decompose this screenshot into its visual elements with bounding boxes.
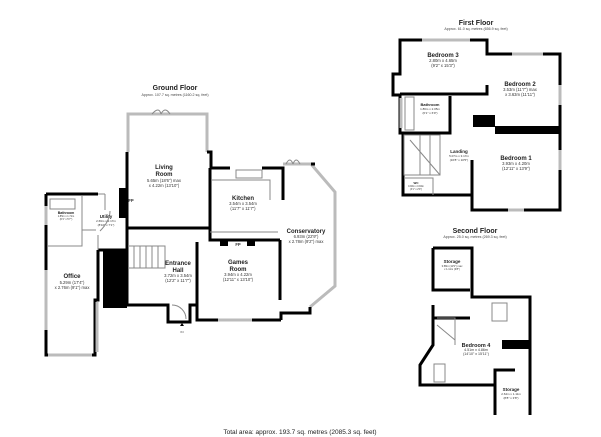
- svg-text:6.93m (22'9"): 6.93m (22'9"): [294, 234, 319, 239]
- svg-text:Bedroom 4: Bedroom 4: [462, 343, 492, 349]
- svg-text:Room: Room: [230, 267, 247, 273]
- svg-text:(14'10" x 15'11"): (14'10" x 15'11"): [463, 352, 489, 356]
- svg-text:2.64m x 1.11m: 2.64m x 1.11m: [501, 392, 521, 396]
- svg-text:(8'8" x 3'8"): (8'8" x 3'8"): [503, 396, 518, 400]
- svg-text:x 2.78m (9'2") max: x 2.78m (9'2") max: [289, 239, 325, 244]
- west-wing-walls: [44, 192, 127, 357]
- svg-text:(3'1" x 2'9"): (3'1" x 2'9"): [410, 188, 422, 191]
- svg-text:3.54m x 3.54m: 3.54m x 3.54m: [229, 201, 257, 206]
- room-storage-bottom: Storage 2.64m x 1.11m (8'8" x 3'8"): [501, 387, 521, 400]
- room-office: Office 5.29m (17'4") x 2.76m (9'1") max: [55, 274, 91, 290]
- first-floor-area: Approx. 61.0 sq. metres (656.9 sq. feet): [444, 27, 507, 31]
- svg-text:Bedroom 2: Bedroom 2: [504, 82, 536, 88]
- room-bedroom-2: Bedroom 2 3.53m (11'7") max x 3.63m (11'…: [503, 82, 538, 97]
- room-storage-top: Storage 3.58m (11'9") max x 1.11m (3'8"): [442, 259, 464, 271]
- svg-text:Utility: Utility: [100, 214, 113, 219]
- svg-text:Bathroom: Bathroom: [58, 211, 75, 215]
- svg-text:Bedroom 1: Bedroom 1: [500, 156, 532, 162]
- svg-text:WC: WC: [414, 181, 420, 185]
- room-first-bathroom: Bathroom 1.86m x 2.05m (6'1" x 6'9"): [420, 102, 440, 115]
- svg-text:3.72m x 3.54m: 3.72m x 3.54m: [164, 273, 192, 278]
- second-floor-area: Approx. 25.0 sq. metres (269.3 sq. feet): [443, 235, 506, 239]
- living-room-walls: [125, 109, 230, 230]
- svg-text:5.65m (18'6") max: 5.65m (18'6") max: [147, 178, 182, 183]
- fireplace-label: FP: [128, 198, 134, 203]
- svg-text:Office: Office: [63, 274, 81, 280]
- svg-text:Games: Games: [228, 260, 249, 266]
- svg-text:x 1.11m (3'8"): x 1.11m (3'8"): [444, 267, 460, 271]
- svg-text:2.69m x 2.17m: 2.69m x 2.17m: [96, 219, 116, 223]
- svg-text:4.51m x 4.86m: 4.51m x 4.86m: [464, 348, 488, 352]
- svg-text:1.86m x 2.05m: 1.86m x 2.05m: [420, 107, 440, 111]
- svg-text:x 4.22m (13'10"): x 4.22m (13'10"): [149, 183, 180, 188]
- svg-text:(9'2" x 15'3"): (9'2" x 15'3"): [431, 63, 455, 68]
- svg-text:Conservatory: Conservatory: [287, 229, 326, 235]
- second-floor: Second Floor Approx. 25.0 sq. metres (26…: [418, 228, 532, 415]
- svg-text:Storage: Storage: [444, 259, 461, 264]
- svg-text:(8'10" x 7'1"): (8'10" x 7'1"): [98, 223, 115, 227]
- fireplace: [119, 188, 126, 218]
- first-floor: First Floor Approx. 61.0 sq. metres (656…: [391, 20, 562, 212]
- svg-text:(12'2" x 11'7"): (12'2" x 11'7"): [165, 278, 191, 283]
- svg-text:1.85m x 1.71m: 1.85m x 1.71m: [58, 215, 75, 218]
- room-games-room: Games Room 3.94m x 4.22m (12'11" x 13'10…: [223, 260, 254, 282]
- games-room-walls: [195, 241, 281, 322]
- svg-text:(12'11" x 13'10"): (12'11" x 13'10"): [223, 277, 254, 282]
- svg-text:5.29m (17'4"): 5.29m (17'4"): [60, 280, 85, 285]
- ground-floor: Ground Floor Approx. 107.7 sq. metres (1…: [44, 85, 337, 357]
- svg-text:3.53m (11'7") max: 3.53m (11'7") max: [503, 87, 538, 92]
- room-bedroom-3: Bedroom 3 2.80m x 4.65m (9'2" x 15'3"): [427, 53, 459, 68]
- svg-text:Storage: Storage: [503, 387, 520, 392]
- svg-text:x 3.63m (11'11"): x 3.63m (11'11"): [505, 92, 535, 97]
- second-floor-walls: [418, 246, 532, 415]
- svg-text:Living: Living: [155, 165, 173, 171]
- room-utility: Utility 2.69m x 2.17m (8'10" x 7'1"): [96, 214, 116, 227]
- room-bedroom-4: Bedroom 4 4.51m x 4.86m (14'10" x 15'11"…: [462, 343, 492, 356]
- entrance-marker: IN: [181, 330, 184, 334]
- svg-text:3.93m x 4.20m: 3.93m x 4.20m: [502, 161, 530, 166]
- svg-text:(12'11" x 13'9"): (12'11" x 13'9"): [502, 166, 530, 171]
- kitchen-walls: [208, 166, 285, 242]
- second-floor-title: Second Floor: [453, 228, 498, 235]
- first-floor-walls: [391, 38, 562, 212]
- svg-text:(6'1" x 5'7"): (6'1" x 5'7"): [60, 218, 73, 221]
- first-floor-title: First Floor: [459, 20, 494, 27]
- svg-text:Bedroom 3: Bedroom 3: [427, 53, 459, 59]
- svg-text:Kitchen: Kitchen: [232, 196, 254, 202]
- ground-floor-area: Approx. 107.7 sq. metres (1160.2 sq. fee…: [141, 93, 208, 97]
- svg-text:3.94m x 4.22m: 3.94m x 4.22m: [224, 272, 252, 277]
- svg-text:5.07m x 3.17m: 5.07m x 3.17m: [449, 154, 469, 158]
- svg-text:2.80m x 4.65m: 2.80m x 4.65m: [429, 58, 457, 63]
- svg-text:x 2.76m (9'1") max: x 2.76m (9'1") max: [55, 285, 91, 290]
- room-conservatory: Conservatory 6.93m (22'9") x 2.78m (9'2"…: [287, 229, 326, 244]
- svg-text:(6'1" x 6'9"): (6'1" x 6'9"): [422, 111, 437, 115]
- room-kitchen: Kitchen 3.54m x 3.54m (11'7" x 11'7"): [229, 196, 257, 211]
- room-living-room: Living Room 5.65m (18'6") max x 4.22m (1…: [147, 165, 182, 188]
- entrance-arrow-icon: [180, 323, 184, 326]
- svg-text:Room: Room: [156, 172, 173, 178]
- room-wc: WC 0.93m x 0.84m (3'1" x 2'9"): [408, 181, 424, 191]
- svg-text:3.58m (11'9") max: 3.58m (11'9") max: [442, 264, 464, 268]
- svg-text:Landing: Landing: [450, 149, 468, 154]
- svg-text:0.93m x 0.84m: 0.93m x 0.84m: [408, 185, 424, 188]
- room-landing: Landing 5.07m x 3.17m (16'8" x 10'5"): [449, 149, 469, 162]
- svg-text:Bathroom: Bathroom: [421, 102, 440, 107]
- svg-text:Hall: Hall: [172, 268, 183, 274]
- conservatory-walls: [278, 159, 337, 320]
- stair-void: [103, 250, 127, 308]
- ground-floor-title: Ground Floor: [153, 85, 198, 92]
- svg-text:(11'7" x 11'7"): (11'7" x 11'7"): [230, 206, 256, 211]
- svg-text:(16'8" x 10'5"): (16'8" x 10'5"): [450, 158, 468, 162]
- svg-text:Entrance: Entrance: [165, 261, 191, 267]
- room-ground-bathroom: Bathroom 1.85m x 1.71m (6'1" x 5'7"): [58, 211, 75, 221]
- total-area: Total area: approx. 193.7 sq. metres (20…: [223, 429, 376, 436]
- games-fireplace-label: FP: [235, 242, 241, 247]
- room-entrance-hall: Entrance Hall 3.72m x 3.54m (12'2" x 11'…: [164, 261, 192, 283]
- room-bedroom-1: Bedroom 1 3.93m x 4.20m (12'11" x 13'9"): [500, 156, 532, 171]
